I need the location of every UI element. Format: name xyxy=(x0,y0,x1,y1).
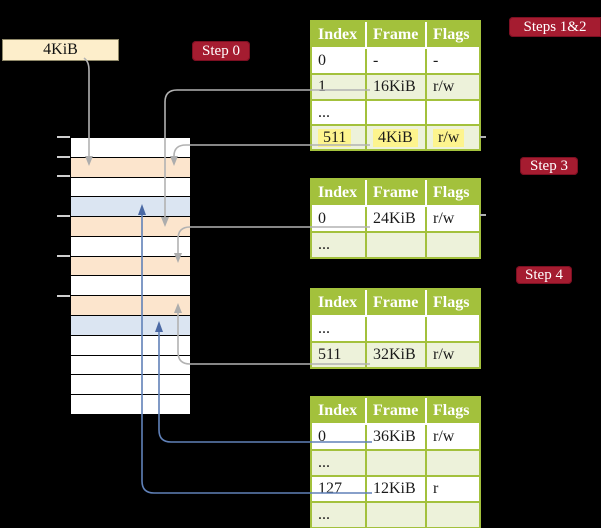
pte-index: ... xyxy=(312,317,367,341)
pte-flags: r/w xyxy=(427,343,479,367)
memory-tick xyxy=(57,215,70,217)
pte-flags: r/w xyxy=(427,126,479,149)
memory-tick xyxy=(57,175,70,177)
physical-memory-column xyxy=(70,137,191,415)
pte-frame xyxy=(367,503,427,527)
pte-frame: 16KiB xyxy=(367,75,427,99)
badge-step-4: Step 4 xyxy=(516,266,572,284)
pte-frame xyxy=(367,233,427,257)
pte-frame xyxy=(367,101,427,124)
page-table-2: Index Frame Flags 0 24KiB r/w ... xyxy=(310,178,481,259)
pte-frame: 4KiB xyxy=(367,126,427,149)
pte-index: 1 xyxy=(312,75,367,99)
pte-flags xyxy=(427,233,479,257)
column-header-frame: Frame xyxy=(367,22,427,47)
memory-row xyxy=(71,335,190,356)
memory-row xyxy=(71,236,190,257)
memory-row xyxy=(71,296,190,317)
highlighted-value: 511 xyxy=(318,128,352,147)
pte-frame: 36KiB xyxy=(367,425,427,449)
page-table-4: Index Frame Flags 0 36KiB r/w ... 127 12… xyxy=(310,396,481,528)
pte-flags: r/w xyxy=(427,75,479,99)
highlighted-value: r/w xyxy=(433,128,465,147)
memory-row xyxy=(71,157,190,178)
badge-steps-1-2: Steps 1&2 xyxy=(509,17,601,37)
pte-flags xyxy=(427,451,479,475)
memory-tick xyxy=(57,136,70,138)
memory-row xyxy=(71,197,190,218)
pte-index: ... xyxy=(312,451,367,475)
column-header-index: Index xyxy=(312,22,367,47)
pte-index: ... xyxy=(312,101,367,124)
pte-frame: - xyxy=(367,49,427,73)
pte-index: 127 xyxy=(312,477,367,501)
column-header-flags: Flags xyxy=(427,290,479,315)
badge-step-0: Step 0 xyxy=(192,41,250,61)
pte-flags: r/w xyxy=(427,207,479,231)
memory-tick xyxy=(57,295,70,297)
column-header-index: Index xyxy=(312,398,367,423)
badge-step-3: Step 3 xyxy=(520,157,578,175)
column-header-flags: Flags xyxy=(427,22,479,47)
pte-index: 0 xyxy=(312,425,367,449)
pte-flags xyxy=(427,317,479,341)
memory-row xyxy=(71,375,190,396)
memory-tick xyxy=(57,255,70,257)
highlighted-value: 4KiB xyxy=(373,128,418,147)
pte-flags xyxy=(427,101,479,124)
column-header-flags: Flags xyxy=(427,180,479,205)
page-table-3: Index Frame Flags ... 511 32KiB r/w xyxy=(310,288,481,369)
page-table-1: Index Frame Flags 0 - - 1 16KiB r/w ... … xyxy=(310,20,481,151)
pte-index: 511 xyxy=(312,126,367,149)
pte-flags xyxy=(427,503,479,527)
memory-tick xyxy=(57,156,70,158)
memory-row xyxy=(71,355,190,376)
pte-frame: 24KiB xyxy=(367,207,427,231)
pte-flags: r/w xyxy=(427,425,479,449)
pte-frame xyxy=(367,451,427,475)
memory-row xyxy=(71,217,190,237)
pte-flags: - xyxy=(427,49,479,73)
column-header-frame: Frame xyxy=(367,290,427,315)
pte-frame: 12KiB xyxy=(367,477,427,501)
pte-index: 0 xyxy=(312,207,367,231)
column-header-frame: Frame xyxy=(367,398,427,423)
pte-frame xyxy=(367,317,427,341)
memory-row xyxy=(71,138,190,158)
pte-index: ... xyxy=(312,233,367,257)
memory-row xyxy=(71,395,190,414)
column-header-frame: Frame xyxy=(367,180,427,205)
memory-row xyxy=(71,316,190,336)
memory-row xyxy=(71,177,190,198)
pte-frame: 32KiB xyxy=(367,343,427,367)
memory-row xyxy=(71,256,190,277)
pte-index: 511 xyxy=(312,343,367,367)
column-header-flags: Flags xyxy=(427,398,479,423)
memory-row xyxy=(71,276,190,297)
pte-index: 0 xyxy=(312,49,367,73)
pte-flags: r xyxy=(427,477,479,501)
page-size-label: 4KiB xyxy=(2,39,119,61)
column-header-index: Index xyxy=(312,290,367,315)
column-header-index: Index xyxy=(312,180,367,205)
pte-index: ... xyxy=(312,503,367,527)
